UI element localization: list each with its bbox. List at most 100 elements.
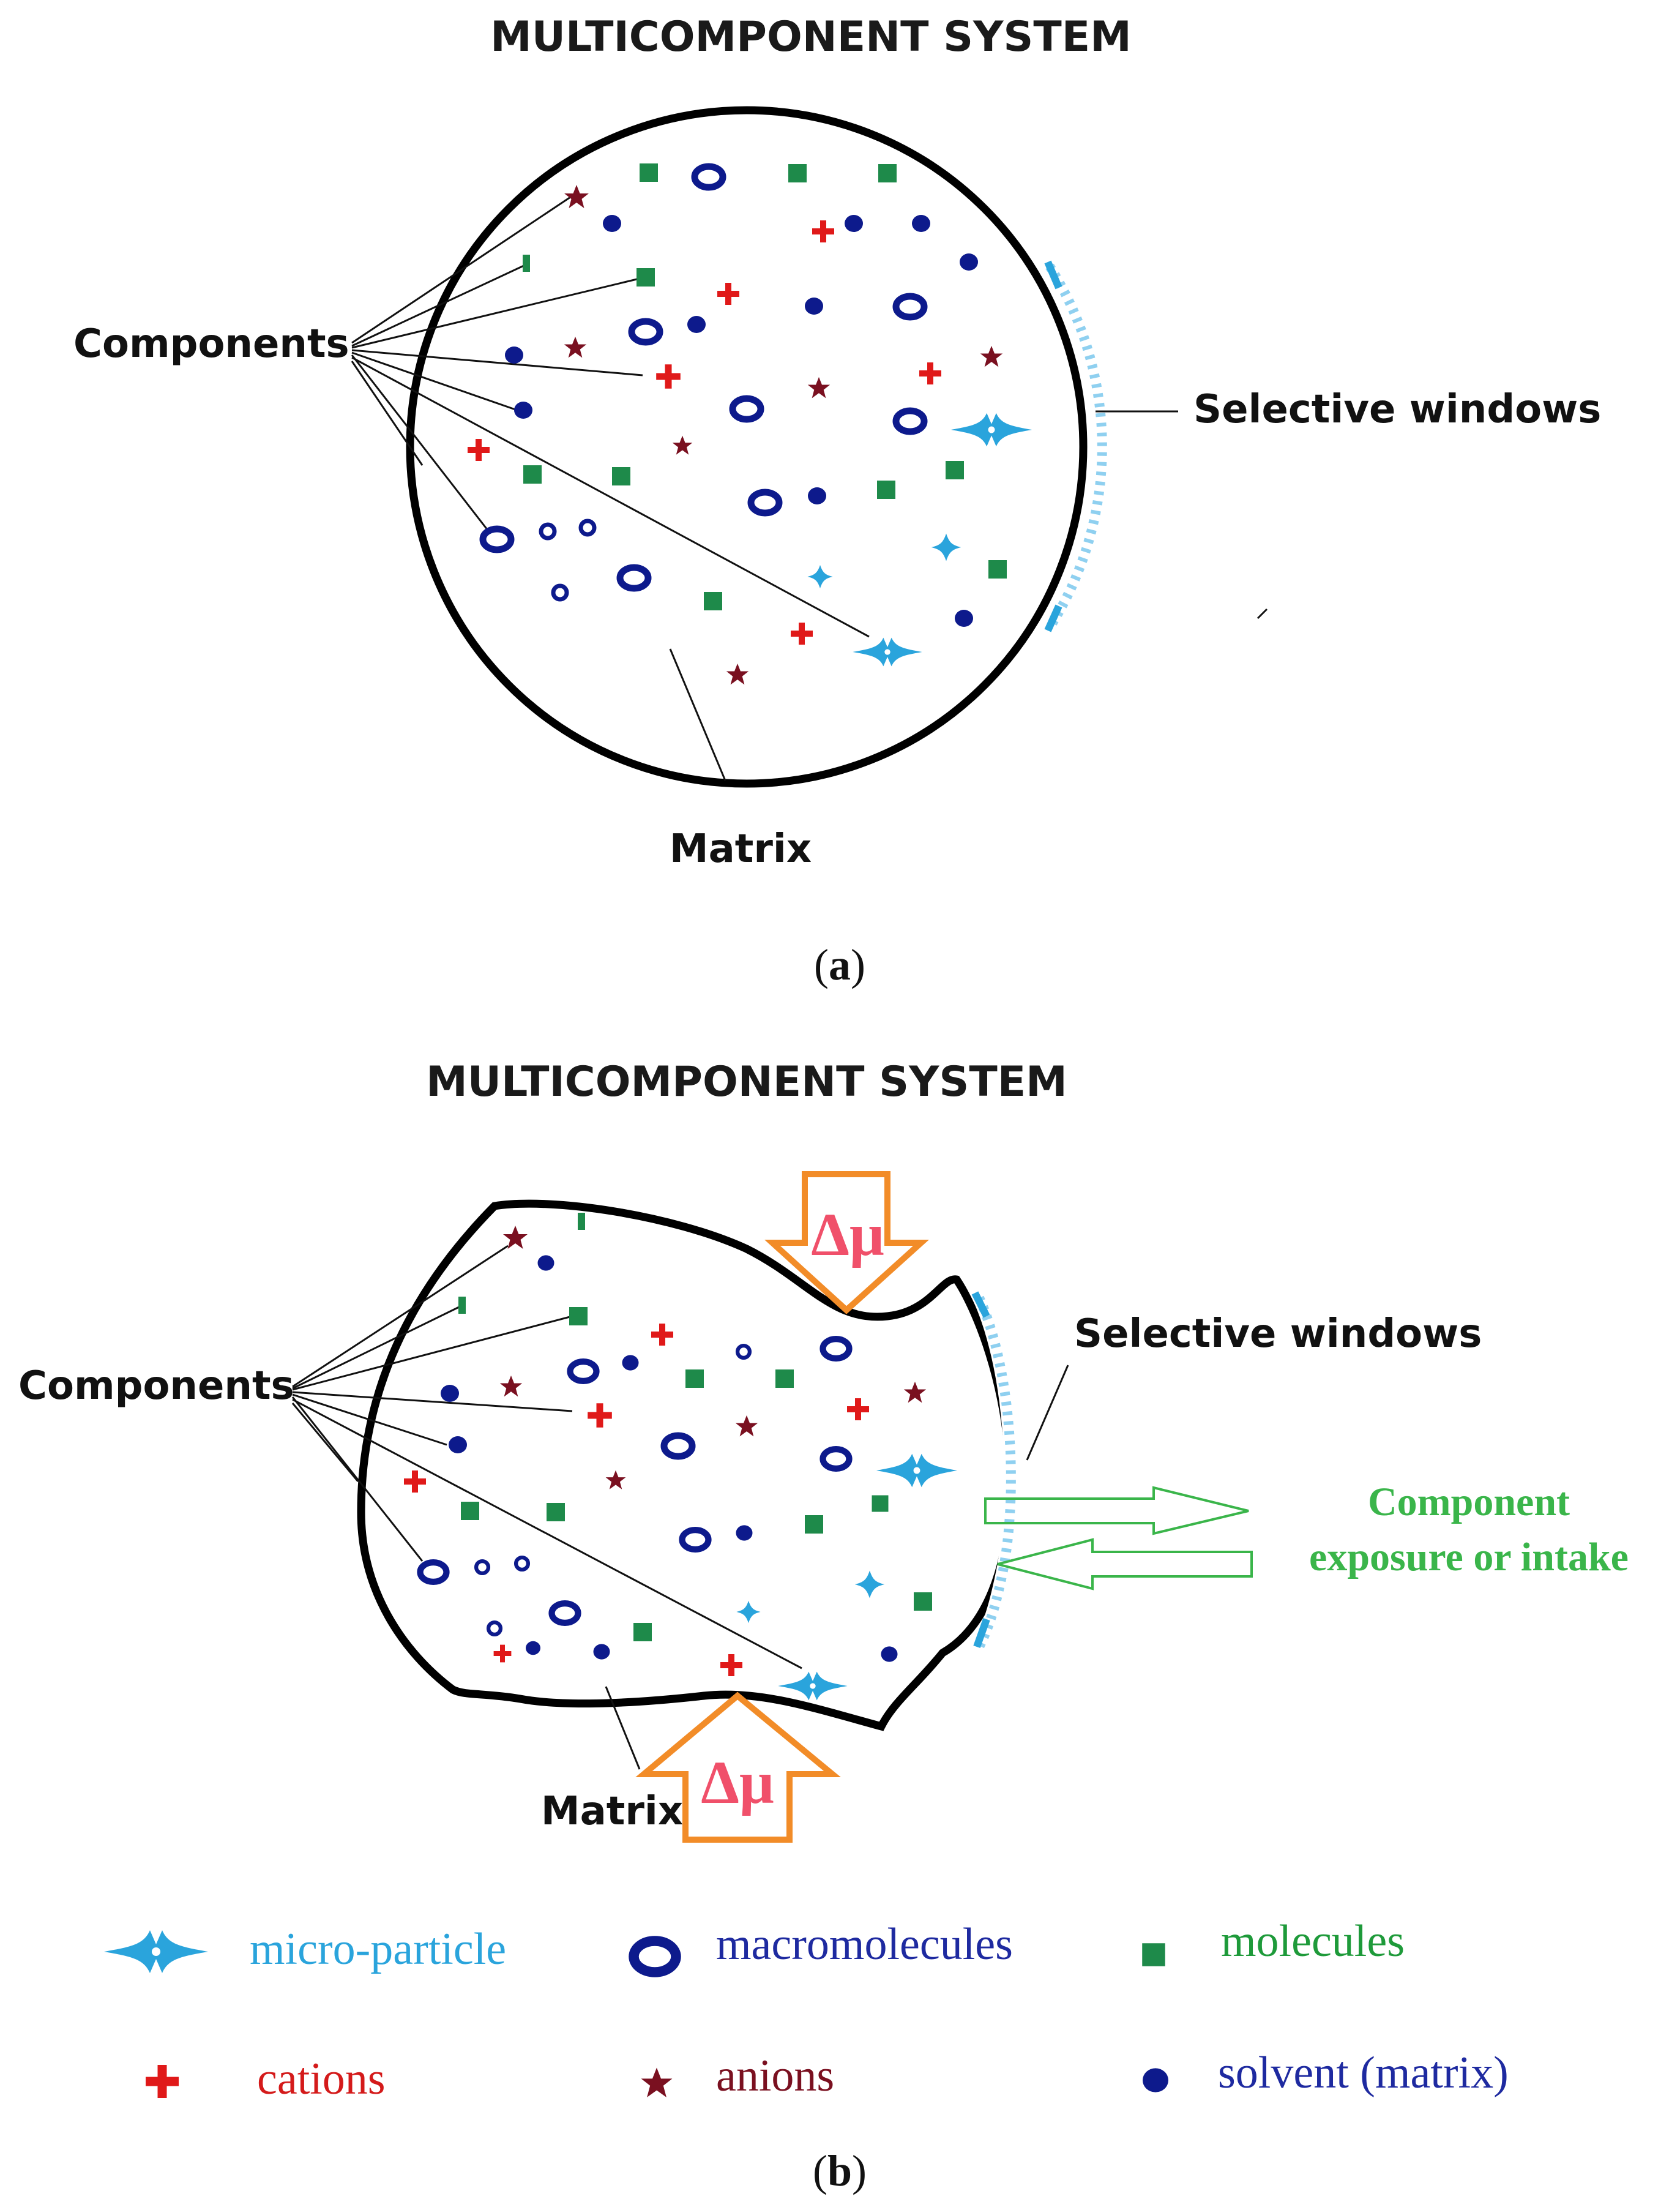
molecule bbox=[547, 1503, 565, 1521]
molecule bbox=[523, 465, 542, 484]
exposure-arrow-out bbox=[984, 1486, 1249, 1535]
leader-line bbox=[605, 1686, 641, 1770]
legend-anions-label: anions bbox=[716, 2051, 834, 2101]
solvent-particle bbox=[622, 1355, 639, 1371]
solvent-particle bbox=[845, 215, 863, 232]
leader-line bbox=[1256, 608, 1268, 620]
panel-b: MULTICOMPONENT SYSTEM Δμ Δμ Component ex… bbox=[18, 1058, 1629, 2195]
leader-line bbox=[292, 1245, 509, 1388]
leader-line bbox=[351, 195, 573, 344]
selective-windows-label-a: Selective windows bbox=[1193, 387, 1601, 432]
leader-line bbox=[351, 349, 643, 376]
molecule bbox=[461, 1502, 479, 1520]
solvent-particle bbox=[960, 253, 978, 271]
panel-b-caption: (b) bbox=[813, 2146, 867, 2195]
solvent-particle bbox=[449, 1436, 467, 1453]
legend-solvent-icon bbox=[1143, 2068, 1168, 2092]
legend-cations-label: cations bbox=[257, 2054, 386, 2104]
panel-b-caption-letter: b bbox=[827, 2146, 852, 2195]
panel-a-caption-letter: a bbox=[829, 940, 851, 989]
molecule bbox=[704, 592, 722, 610]
panel-a-title: MULTICOMPONENT SYSTEM bbox=[490, 13, 1132, 61]
molecule bbox=[988, 560, 1007, 579]
molecule bbox=[458, 1297, 466, 1314]
window-edge-top-a bbox=[1044, 260, 1062, 290]
legend-macromolecule-icon bbox=[634, 1941, 676, 1972]
selective-window-a bbox=[1045, 263, 1107, 631]
delta-mu-arrow-bottom bbox=[635, 1691, 841, 1843]
molecule bbox=[805, 1515, 823, 1534]
delta-mu-bottom: Δμ bbox=[701, 1748, 774, 1816]
legend-micro-particle-label: micro-particle bbox=[250, 1924, 506, 1974]
leader-line bbox=[292, 1306, 460, 1390]
molecule bbox=[872, 1495, 889, 1512]
leader-line bbox=[351, 263, 527, 347]
solvent-particle bbox=[505, 347, 523, 364]
molecule bbox=[523, 255, 530, 272]
components-label-a: Components bbox=[73, 321, 349, 367]
leader-line bbox=[351, 361, 424, 466]
system-boundary-a bbox=[406, 106, 1088, 788]
legend-micro-particle-icon bbox=[104, 1930, 208, 1973]
delta-mu-top: Δμ bbox=[811, 1201, 884, 1268]
window-edge-bottom-b bbox=[973, 1617, 990, 1649]
panel-a: MULTICOMPONENT SYSTEM Components Selecti… bbox=[73, 13, 1601, 989]
legend-macromolecules-label: macromolecules bbox=[716, 1919, 1013, 1969]
matrix-label-b: Matrix bbox=[541, 1789, 683, 1834]
molecule bbox=[637, 268, 655, 287]
window-edge-top-b bbox=[971, 1291, 990, 1318]
leader-line bbox=[292, 1391, 573, 1412]
molecule bbox=[775, 1369, 794, 1388]
leader-line bbox=[351, 354, 491, 533]
legend-cation-icon bbox=[146, 2065, 179, 2098]
leader-line bbox=[1026, 1365, 1069, 1461]
components-label-b: Components bbox=[18, 1363, 294, 1409]
window-edge-bottom-a bbox=[1044, 604, 1062, 632]
solvent-particle bbox=[687, 316, 706, 333]
leader-line bbox=[669, 648, 726, 781]
molecule bbox=[914, 1592, 932, 1611]
legend-molecule-icon bbox=[1142, 1943, 1165, 1966]
solvent-particle bbox=[526, 1641, 540, 1655]
panel-b-title: MULTICOMPONENT SYSTEM bbox=[426, 1058, 1067, 1106]
solvent-particle bbox=[593, 1644, 610, 1660]
legend-molecules-label: molecules bbox=[1221, 1916, 1405, 1966]
leader-line bbox=[351, 351, 518, 411]
solvent-particle bbox=[736, 1525, 753, 1541]
molecule bbox=[578, 1213, 585, 1230]
solvent-particle bbox=[912, 215, 930, 232]
legend-anion-icon bbox=[641, 2067, 673, 2097]
leader-line bbox=[292, 1315, 573, 1391]
leader-line bbox=[351, 277, 640, 349]
components-leaders-a bbox=[351, 195, 1268, 781]
solvent-particle bbox=[537, 1255, 554, 1271]
intake-arrow-in bbox=[997, 1538, 1253, 1590]
selective-windows-label-b: Selective windows bbox=[1074, 1311, 1482, 1357]
matrix-label-a: Matrix bbox=[670, 826, 812, 872]
solvent-particle bbox=[805, 298, 823, 315]
molecule bbox=[685, 1369, 704, 1388]
solvent-particle bbox=[881, 1646, 898, 1662]
leader-line bbox=[291, 1396, 424, 1562]
legend: micro-particle macromolecules molecules … bbox=[104, 1916, 1509, 2104]
legend-solvent-label: solvent (matrix) bbox=[1218, 2048, 1509, 2098]
molecule bbox=[946, 461, 964, 479]
molecule bbox=[612, 467, 630, 485]
molecule bbox=[877, 481, 895, 499]
molecule bbox=[640, 163, 658, 182]
molecule bbox=[788, 164, 807, 182]
molecule bbox=[569, 1307, 588, 1325]
leader-line bbox=[292, 1398, 802, 1669]
delta-mu-arrow-top bbox=[764, 1171, 930, 1314]
molecule bbox=[633, 1623, 652, 1641]
solvent-particle bbox=[514, 402, 532, 419]
exposure-label-line2: exposure or intake bbox=[1309, 1535, 1629, 1579]
leader-line bbox=[291, 1403, 359, 1482]
leader-line bbox=[292, 1393, 447, 1446]
leader-line bbox=[351, 356, 870, 638]
solvent-particle bbox=[441, 1385, 459, 1402]
components-leaders-b bbox=[291, 1245, 1069, 1770]
molecule bbox=[878, 164, 897, 182]
selective-window-b bbox=[974, 1295, 1016, 1649]
